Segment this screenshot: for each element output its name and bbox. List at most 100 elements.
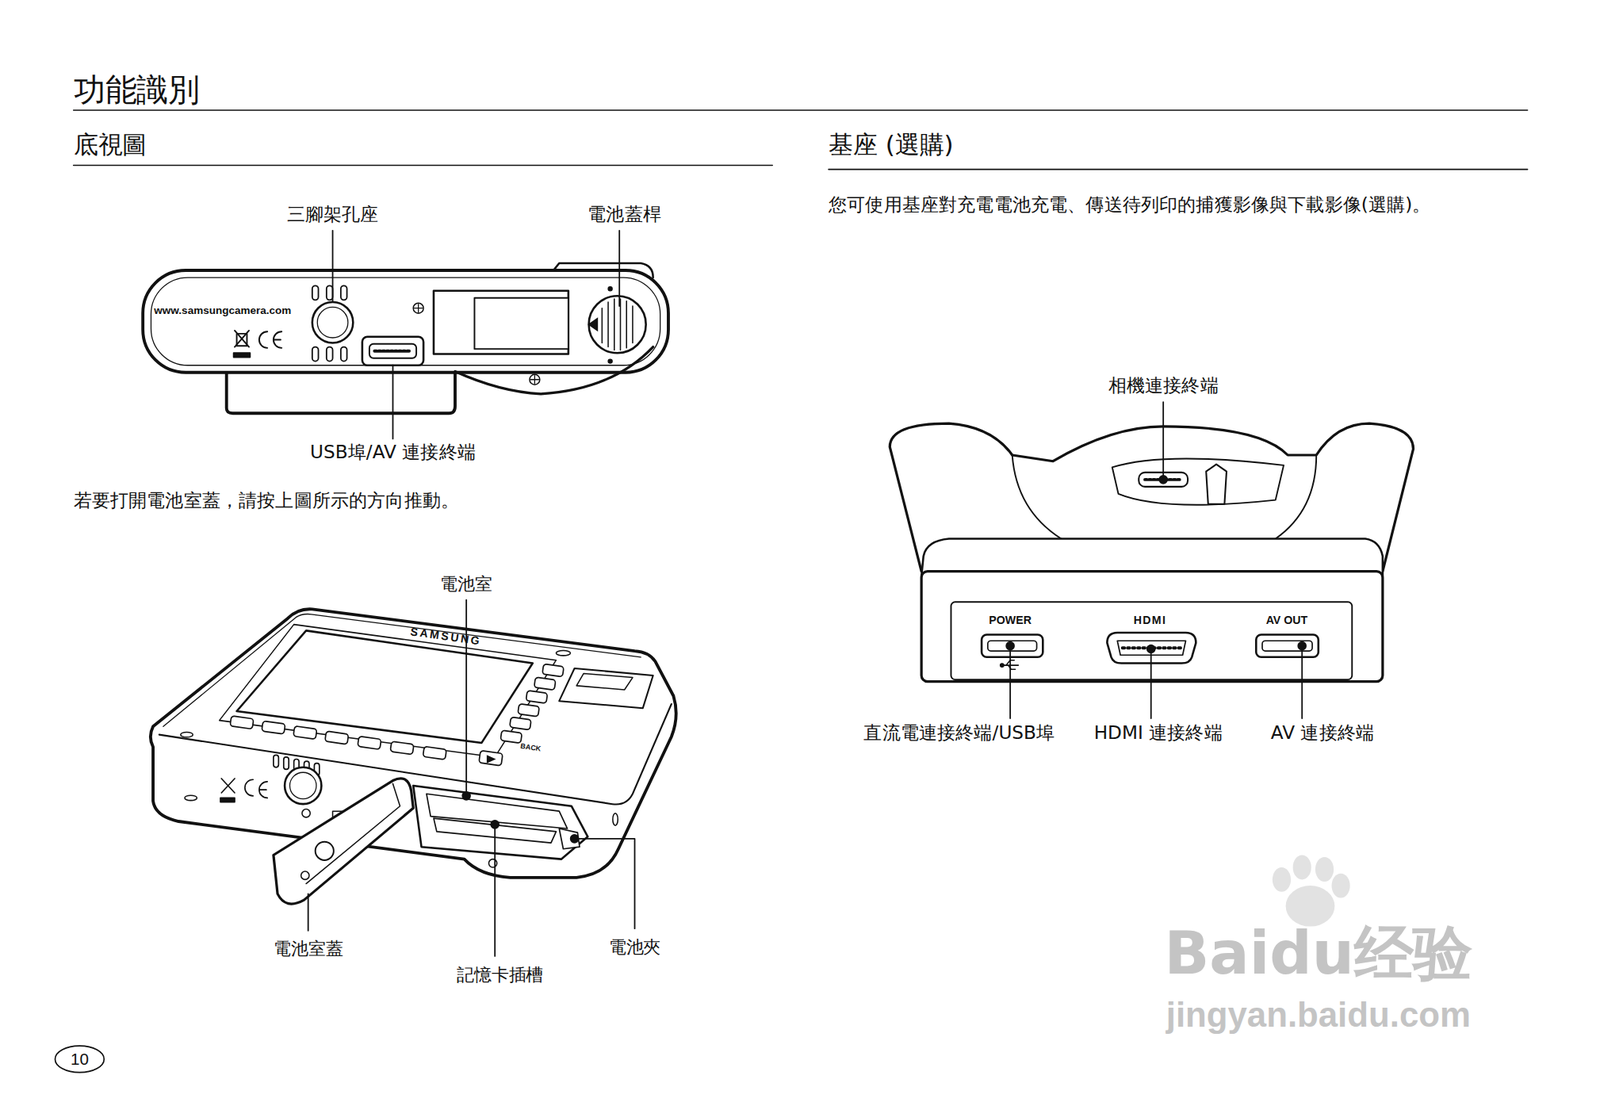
camera-bottom-view-part [587, 317, 598, 332]
camera-open-view-part [244, 779, 253, 797]
part-label: AV 連接終端 [1270, 721, 1375, 744]
camera-open-view-part [612, 813, 618, 826]
camera-bottom-view-part [340, 285, 348, 300]
camera-open-view-part [325, 731, 349, 745]
leader-lines [333, 230, 621, 440]
leader-lines-part [392, 365, 395, 440]
watermark-paw-part [1315, 857, 1334, 882]
camera-open-view-part [517, 704, 540, 717]
cradle-part [1112, 458, 1284, 505]
camera-bottom-view [142, 263, 669, 414]
camera-bottom-view-part [601, 298, 633, 350]
cradle-part [1000, 663, 1005, 668]
leader-lines-part [1150, 649, 1153, 720]
leader-dots-part [1146, 644, 1156, 655]
cradle-part [1205, 464, 1227, 505]
camera-open-view-part [534, 677, 556, 690]
camera-open-view-part [229, 715, 254, 730]
leader-dots-part [461, 791, 471, 801]
leader-dots-part [489, 819, 500, 830]
camera-open-view-part [259, 781, 268, 799]
camera-bottom-view-part [237, 333, 248, 346]
printed-url: www.samsungcamera.com [153, 303, 291, 317]
camera-bottom-view-part [226, 367, 456, 414]
cradle-part [921, 571, 1383, 682]
part-label: 直流電連接終端/USB埠 [863, 721, 1055, 744]
camera-open-view-part [486, 754, 497, 763]
camera-bottom-view-part [312, 285, 319, 300]
camera-open-view-part [542, 663, 564, 677]
camera-bottom-view-part [233, 330, 282, 357]
leader-lines-part [1162, 401, 1164, 480]
leader-lines-part [307, 893, 310, 931]
camera-bottom-view-part [312, 302, 353, 343]
rule-lines [73, 110, 1528, 170]
camera-open-view-part [315, 842, 334, 861]
camera-open-view-part [261, 720, 286, 735]
leader-lines-part [574, 838, 636, 929]
cradle-part [987, 640, 1038, 651]
leader-dots-part [570, 834, 580, 844]
instruction-note: 若要打開電池室蓋，請按上圖所示的方向推動。 [73, 489, 460, 512]
camera-open-view-part [302, 809, 311, 818]
leader-lines [308, 600, 636, 957]
camera-bottom-view-part [414, 304, 423, 313]
watermark-paw-part [1293, 854, 1312, 880]
camera-open-view-part [180, 731, 193, 737]
part-label: 電池室蓋 [273, 938, 344, 960]
description-text: 您可使用基座對充電電池充電、傳送待列印的捕獲影像與下載影像(選購)。 [828, 191, 1523, 219]
camera-open-view-part [290, 772, 317, 799]
camera-open-view-part [558, 828, 580, 850]
part-label: USB埠/AV 連接終端 [310, 440, 476, 464]
watermark: jingyan.baidu.com [1166, 994, 1471, 1037]
camera-open-view-part [558, 668, 653, 709]
camera-open-view-part [390, 741, 414, 755]
leader-lines [1010, 401, 1302, 719]
camera-open-view-part [229, 663, 564, 766]
camera-bottom-view-part [474, 298, 568, 349]
watermark-paw-part [1272, 867, 1291, 892]
camera-open-view-part [273, 754, 279, 767]
camera-bottom-view-part [326, 285, 334, 300]
part-label: 三腳架孔座 [287, 202, 379, 226]
camera-open-view-part [555, 650, 571, 655]
cradle-part [1255, 635, 1319, 658]
camera-open-view-part [525, 690, 548, 704]
camera-bottom-view-part [150, 277, 660, 366]
leader-dots-part [1158, 474, 1168, 485]
camera-open-view-part [576, 673, 633, 690]
leader-dots [461, 791, 579, 844]
page-number: 10 [70, 1049, 89, 1070]
leader-dots [1005, 474, 1307, 654]
camera-bottom-view-part [362, 336, 424, 366]
camera-open-view-part [273, 778, 414, 904]
watermark-paw-part [1332, 873, 1351, 899]
camera-bottom-view-part [233, 352, 251, 357]
camera-bottom-view-part [234, 330, 249, 348]
leader-dots-part [1005, 641, 1015, 651]
camera-open-view-part [237, 630, 533, 743]
cradle [889, 423, 1413, 682]
page-number-oval [54, 1045, 104, 1072]
page-title: 功能識別 [73, 70, 201, 109]
rule-lines-part [73, 164, 774, 167]
cradle-part [1262, 640, 1313, 651]
camera-open-view-part [488, 859, 497, 868]
part-label: 電池夾 [608, 936, 662, 957]
camera-bottom-view-part [608, 287, 613, 291]
part-label: HDMI 連接終端 [1094, 721, 1223, 744]
camera-bottom-view-part [608, 359, 613, 364]
camera-bottom-view-part [374, 349, 411, 353]
camera-bottom-view-part [369, 344, 417, 359]
camera-open-view-part [413, 785, 588, 860]
camera-bottom-view-part [340, 347, 348, 362]
watermark-paw [1272, 854, 1351, 927]
port-label: POWER [988, 613, 1031, 628]
leader-dots-part [1297, 641, 1307, 651]
port-label: AV OUT [1266, 613, 1308, 628]
camera-open-view-part [500, 730, 522, 743]
camera-open-view-part [293, 726, 318, 740]
rule-lines-part [828, 168, 1528, 171]
camera-open-view-part [150, 608, 677, 878]
